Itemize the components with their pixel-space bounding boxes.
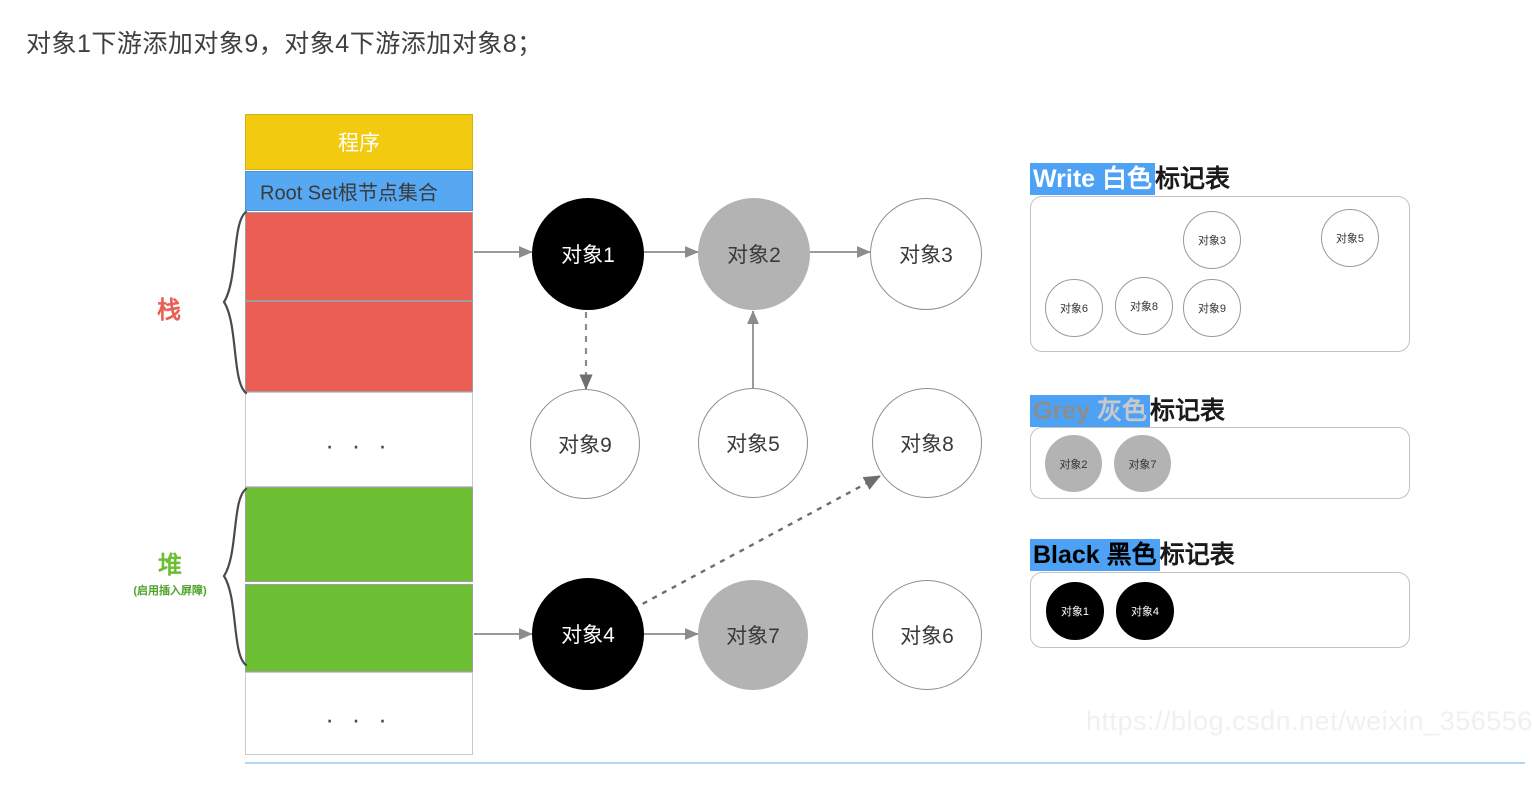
graph-node-obj7-label: 对象7 — [726, 625, 780, 648]
graph-node-obj9-label: 对象9 — [558, 434, 612, 457]
heap-brace — [216, 487, 250, 667]
grey-table-chip-obj7-label: 对象7 — [1128, 458, 1157, 471]
grey-mark-table: Grey 灰色标记表 对象2 对象7 — [1030, 395, 1410, 500]
grey-table-header-en: Grey — [1033, 397, 1090, 425]
graph-node-obj3-label: 对象3 — [899, 244, 953, 267]
graph-node-obj8-label: 对象8 — [900, 433, 954, 456]
stack-label-main: 栈 — [157, 297, 181, 324]
grey-table-chip-obj2[interactable]: 对象2 — [1045, 435, 1102, 492]
watermark: https://blog.csdn.net/weixin_356556 — [1086, 706, 1532, 736]
baseline-rule — [245, 762, 1525, 764]
white-table-chip-obj8[interactable]: 对象8 — [1115, 277, 1173, 335]
white-table-chip-obj6[interactable]: 对象6 — [1045, 279, 1103, 337]
memory-band-root-set-label: Root Set根节点集合 — [260, 182, 438, 205]
memory-band-program: 程序 — [245, 114, 473, 170]
white-table-chip-obj6-label: 对象6 — [1059, 303, 1089, 315]
black-table-chip-obj4-label: 对象4 — [1130, 606, 1160, 618]
white-table-header-cn: 白色 — [1102, 165, 1153, 193]
grey-table-header-cn: 灰色 — [1096, 397, 1147, 425]
white-table-chip-obj3[interactable]: 对象3 — [1183, 211, 1241, 269]
memory-column: 程序 Root Set根节点集合 . . . . . . — [245, 114, 473, 755]
grey-table-chip-obj2-label: 对象2 — [1059, 458, 1088, 471]
graph-node-obj4[interactable]: 对象4 — [532, 578, 644, 690]
stack-label: 栈 — [128, 290, 210, 325]
memory-band-stack-1 — [245, 212, 473, 301]
white-mark-table-header: Write 白色标记表 — [1030, 163, 1231, 195]
graph-node-obj2[interactable]: 对象2 — [698, 198, 810, 310]
graph-node-obj6[interactable]: 对象6 — [872, 580, 982, 690]
graph-node-obj6-label: 对象6 — [900, 625, 954, 648]
white-mark-table-box: 对象3 对象5 对象6 对象8 对象9 — [1030, 196, 1410, 352]
memory-band-heap-1 — [245, 487, 473, 582]
graph-node-obj4-label: 对象4 — [561, 624, 615, 647]
memory-band-heap-2 — [245, 584, 473, 672]
black-table-chip-obj1[interactable]: 对象1 — [1046, 582, 1104, 640]
page-title: 对象1下游添加对象9，对象4下游添加对象8； — [26, 30, 543, 58]
graph-node-obj1-label: 对象1 — [561, 244, 615, 267]
black-table-header-cn: 黑色 — [1106, 541, 1157, 569]
graph-node-obj9[interactable]: 对象9 — [530, 389, 640, 499]
memory-band-gap-2: . . . — [245, 672, 473, 755]
graph-node-obj7[interactable]: 对象7 — [698, 580, 808, 690]
heap-label: 堆 (启用插入屏障) — [100, 545, 240, 598]
memory-band-program-label: 程序 — [338, 132, 380, 155]
stack-brace — [216, 210, 250, 395]
graph-node-obj1[interactable]: 对象1 — [532, 198, 644, 310]
graph-node-obj3[interactable]: 对象3 — [870, 198, 982, 310]
graph-node-obj5-label: 对象5 — [726, 433, 780, 456]
white-table-header-tail: 标记表 — [1155, 165, 1231, 193]
black-table-chip-obj4[interactable]: 对象4 — [1116, 582, 1174, 640]
memory-band-gap-2-label: . . . — [325, 698, 393, 728]
graph-node-obj8[interactable]: 对象8 — [872, 388, 982, 498]
grey-table-header-tail: 标记表 — [1149, 397, 1225, 425]
memory-band-gap-1: . . . — [245, 392, 473, 487]
heap-label-main: 堆 — [158, 552, 182, 579]
graph-node-obj2-label: 对象2 — [727, 244, 781, 267]
memory-band-root-set: Root Set根节点集合 — [245, 171, 473, 211]
grey-mark-table-box: 对象2 对象7 — [1030, 427, 1410, 499]
black-table-header-tail: 标记表 — [1159, 541, 1235, 569]
graph-node-obj5[interactable]: 对象5 — [698, 388, 808, 498]
white-table-chip-obj9-label: 对象9 — [1197, 303, 1227, 315]
white-table-chip-obj5-label: 对象5 — [1335, 233, 1365, 245]
white-table-header-en: Write — [1033, 165, 1096, 193]
black-table-chip-obj1-label: 对象1 — [1060, 606, 1090, 618]
grey-table-chip-obj7[interactable]: 对象7 — [1114, 435, 1171, 492]
white-table-chip-obj8-label: 对象8 — [1129, 301, 1159, 313]
white-mark-table: Write 白色标记表 对象3 对象5 对象6 对象8 对象9 — [1030, 163, 1410, 352]
memory-band-stack-2 — [245, 301, 473, 392]
white-table-chip-obj3-label: 对象3 — [1197, 235, 1227, 247]
black-mark-table: Black 黑色标记表 对象1 对象4 — [1030, 539, 1410, 650]
memory-band-gap-1-label: . . . — [325, 424, 393, 454]
white-table-chip-obj9[interactable]: 对象9 — [1183, 279, 1241, 337]
black-table-header-en: Black — [1033, 541, 1100, 569]
grey-mark-table-header: Grey 灰色标记表 — [1030, 395, 1225, 427]
white-table-chip-obj5[interactable]: 对象5 — [1321, 209, 1379, 267]
heap-label-sub: (启用插入屏障) — [133, 585, 207, 597]
black-mark-table-header: Black 黑色标记表 — [1030, 539, 1235, 571]
black-mark-table-box: 对象1 对象4 — [1030, 572, 1410, 648]
